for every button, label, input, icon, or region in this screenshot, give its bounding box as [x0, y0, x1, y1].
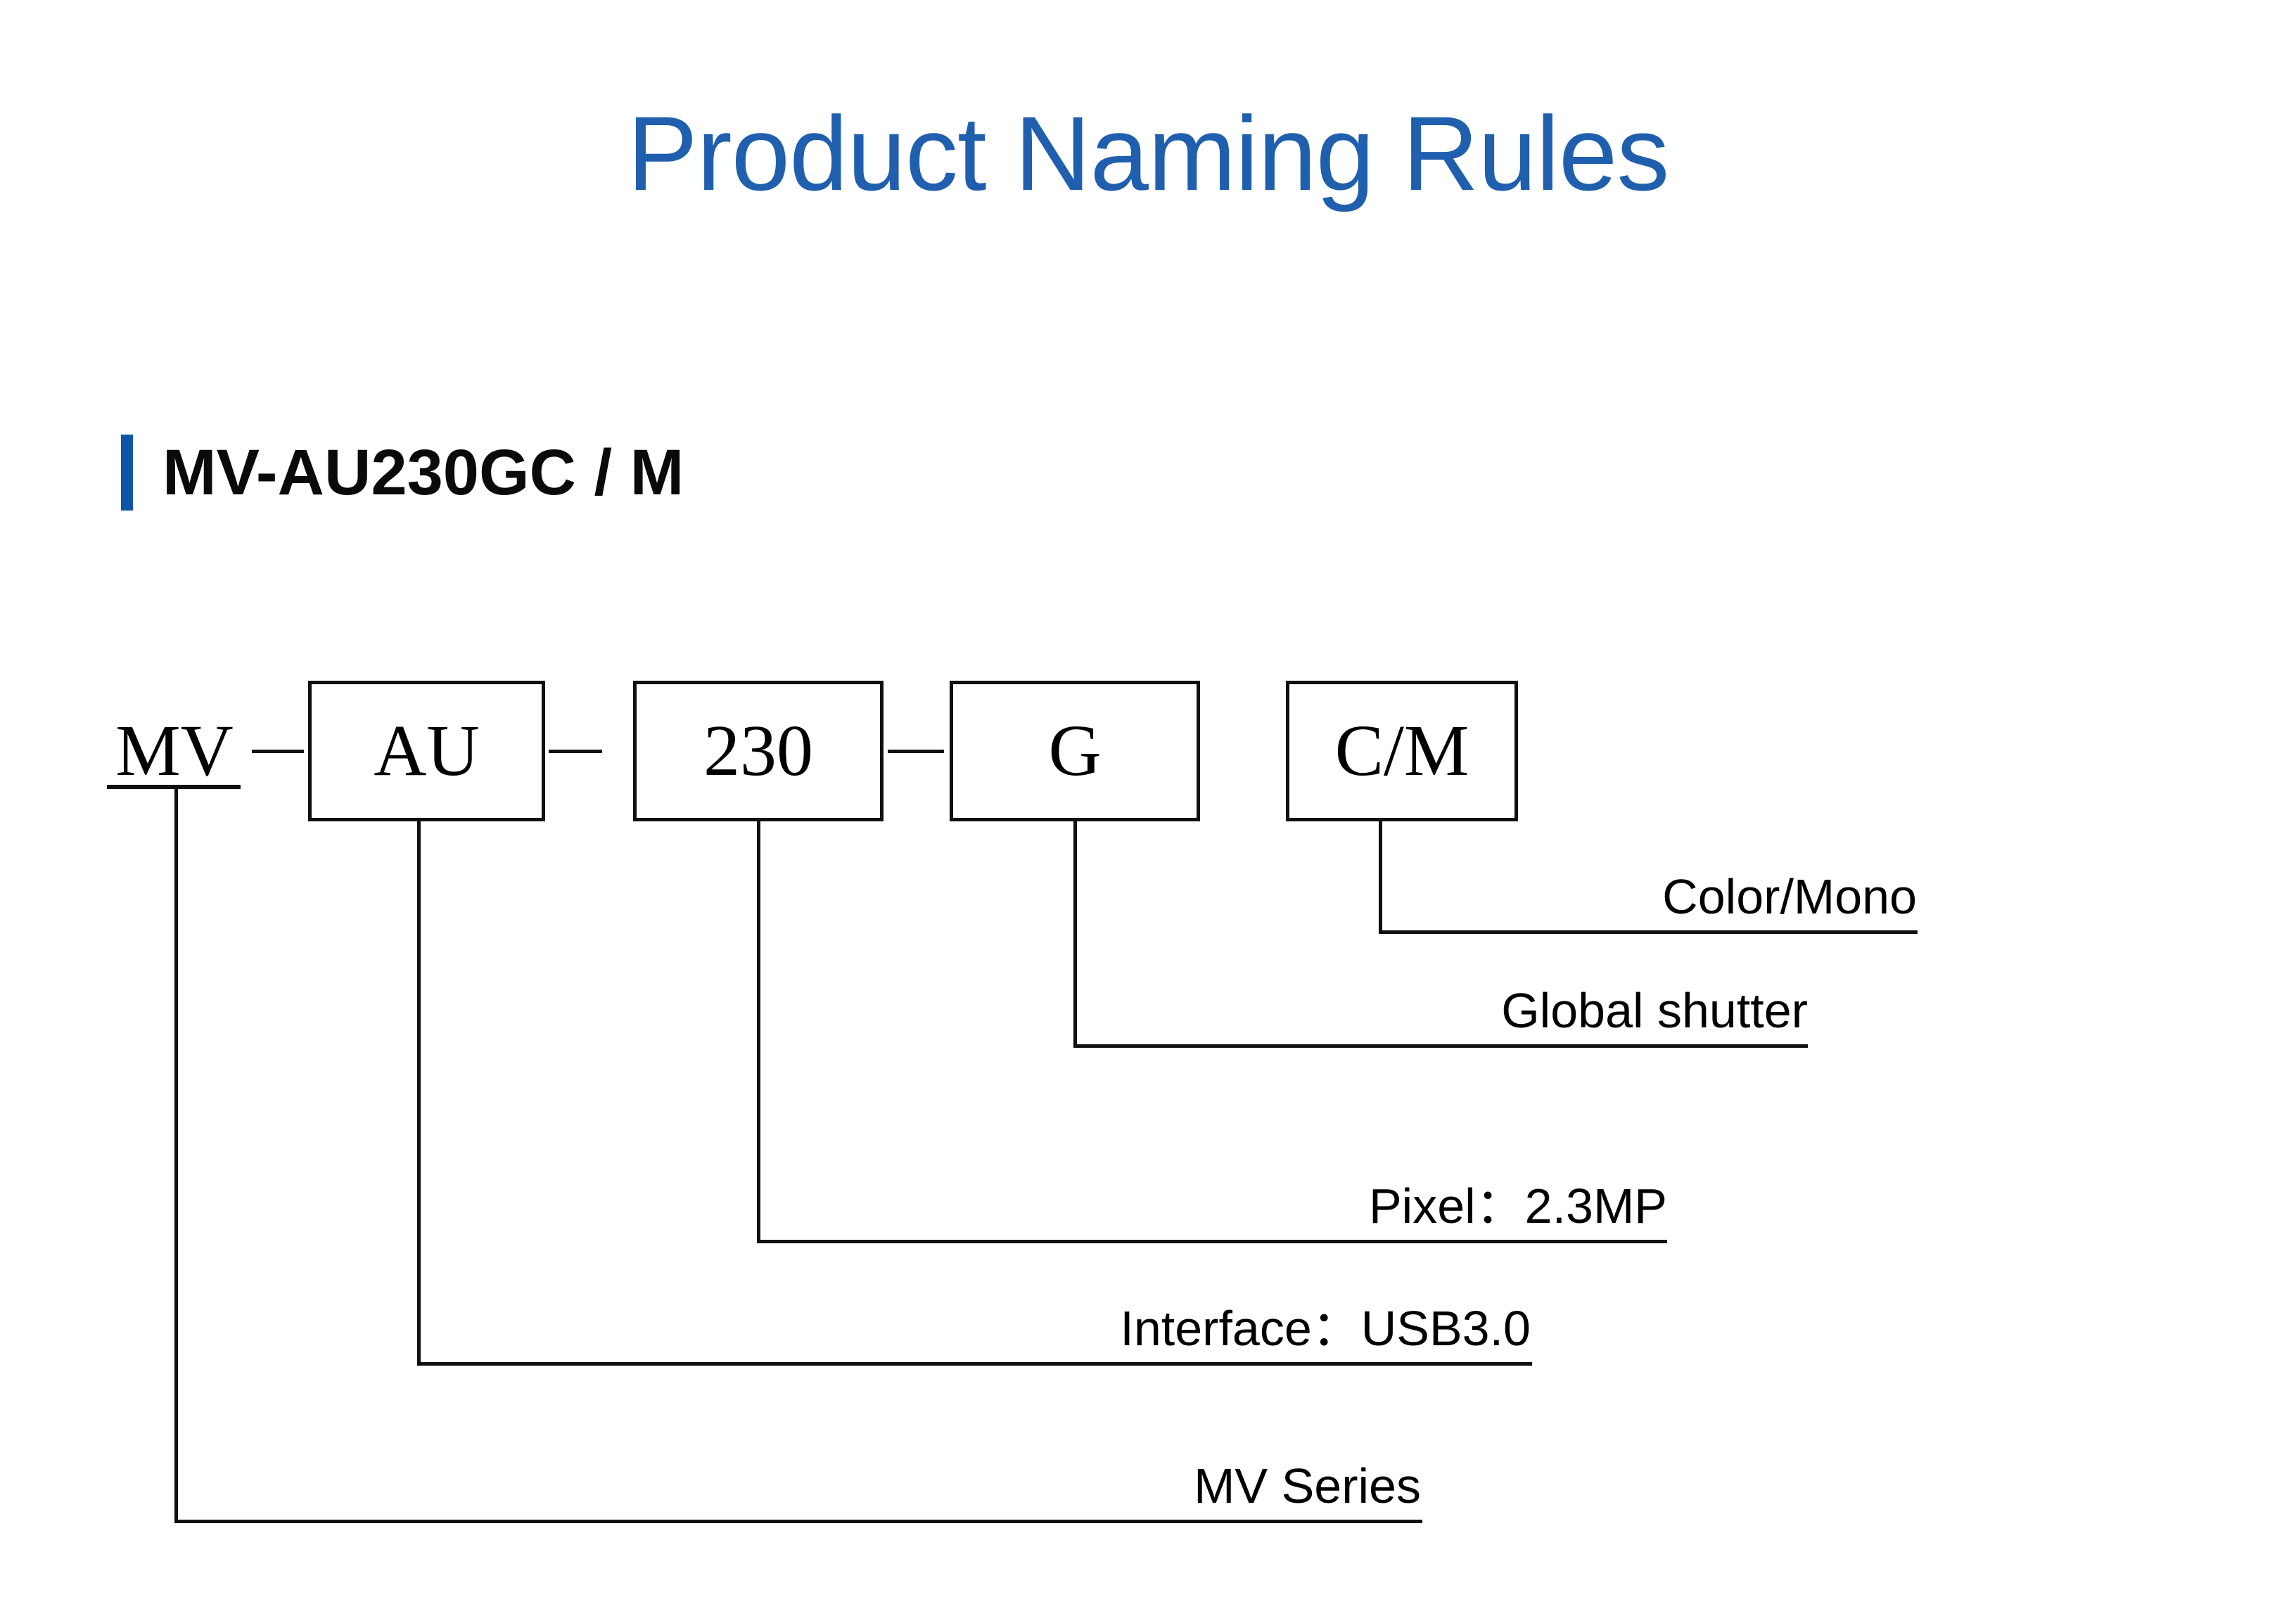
leader-horizontal-230	[757, 1240, 1667, 1243]
subtitle-block: MV-AU230GC / M	[121, 435, 684, 511]
connector-mv-au	[252, 750, 304, 753]
accent-bar-icon	[121, 435, 133, 511]
leader-vertical-cm	[1379, 821, 1382, 934]
connector-230-g	[888, 750, 944, 753]
segment-box-230: 230	[633, 681, 884, 821]
leader-vertical-g	[1073, 821, 1077, 1048]
callout-label-global-shutter: Global shutter	[1501, 983, 1808, 1038]
model-name-subtitle: MV-AU230GC / M	[162, 437, 684, 508]
leader-vertical-230	[757, 821, 760, 1243]
segment-box-au: AU	[308, 681, 545, 821]
page-title: Product Naming Rules	[627, 94, 1670, 212]
leader-horizontal-cm	[1379, 930, 1918, 934]
leader-horizontal-mv	[174, 1520, 1422, 1523]
segment-underline-mv	[107, 785, 241, 789]
leader-vertical-au	[417, 821, 421, 1364]
leader-horizontal-g	[1073, 1044, 1808, 1048]
segment-box-g: G	[950, 681, 1200, 821]
callout-label-color-mono: Color/Mono	[1662, 869, 1917, 924]
segment-box-cm: C/M	[1286, 681, 1518, 821]
segment-code-mv: MV	[115, 710, 234, 791]
connector-au-230	[549, 750, 602, 753]
callout-label-mv-series: MV Series	[1194, 1458, 1421, 1513]
callout-label-pixel: Pixel：2.3MP	[1368, 1179, 1667, 1233]
leader-vertical-mv	[174, 785, 178, 1522]
leader-horizontal-au	[417, 1362, 1532, 1366]
callout-label-interface: Interface：USB3.0	[1120, 1301, 1531, 1356]
